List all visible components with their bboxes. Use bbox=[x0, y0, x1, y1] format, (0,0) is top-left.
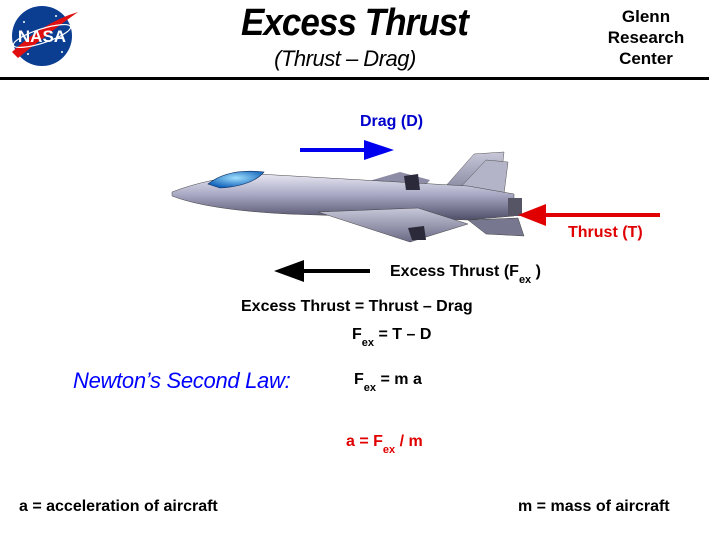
fex-F: F bbox=[352, 326, 362, 343]
nasa-logo: NASA bbox=[12, 6, 78, 66]
nasa-logo-text: NASA bbox=[18, 27, 66, 46]
law-F: F bbox=[354, 371, 364, 388]
fex-subscript: ex bbox=[361, 337, 375, 349]
accel-rhs: / m bbox=[395, 433, 423, 450]
excess-thrust-close: ) bbox=[531, 263, 541, 280]
page-title: Excess Thrust bbox=[240, 2, 469, 44]
center-line-1: Glenn bbox=[621, 7, 671, 26]
page-subtitle: (Thrust – Drag) bbox=[274, 46, 416, 71]
fex-equation: Fex = T – D bbox=[352, 326, 432, 349]
center-line-3: Center bbox=[619, 49, 673, 68]
acceleration-equation: a = Fex / m bbox=[346, 433, 423, 456]
word-equation: Excess Thrust = Thrust – Drag bbox=[241, 298, 473, 315]
law-rhs: = m a bbox=[376, 371, 422, 388]
center-line-2: Research bbox=[607, 28, 685, 47]
newton-equation: Fex = m a bbox=[354, 371, 422, 394]
excess-thrust-label: Excess Thrust (Fex ) bbox=[390, 263, 541, 286]
accel-lhs: a = F bbox=[346, 433, 383, 450]
excess-thrust-subscript: ex bbox=[518, 274, 532, 286]
thrust-label: Thrust (T) bbox=[568, 224, 643, 241]
header-divider bbox=[0, 77, 709, 80]
fex-rhs: = T – D bbox=[374, 326, 432, 343]
newton-law-label: Newton’s Second Law: bbox=[73, 368, 291, 393]
mass-definition: m = mass of aircraft bbox=[518, 498, 670, 515]
excess-thrust-text: Excess Thrust (F bbox=[390, 263, 519, 280]
acceleration-definition: a = acceleration of aircraft bbox=[19, 498, 218, 515]
law-subscript: ex bbox=[363, 382, 377, 394]
accel-subscript: ex bbox=[382, 444, 396, 456]
thrust-arrow bbox=[518, 204, 660, 226]
center-name: Glenn Research Center bbox=[590, 6, 702, 69]
aircraft-image bbox=[171, 151, 525, 243]
drag-arrow bbox=[300, 140, 394, 160]
drag-label: Drag (D) bbox=[360, 113, 424, 130]
excess-thrust-arrow bbox=[274, 260, 370, 282]
